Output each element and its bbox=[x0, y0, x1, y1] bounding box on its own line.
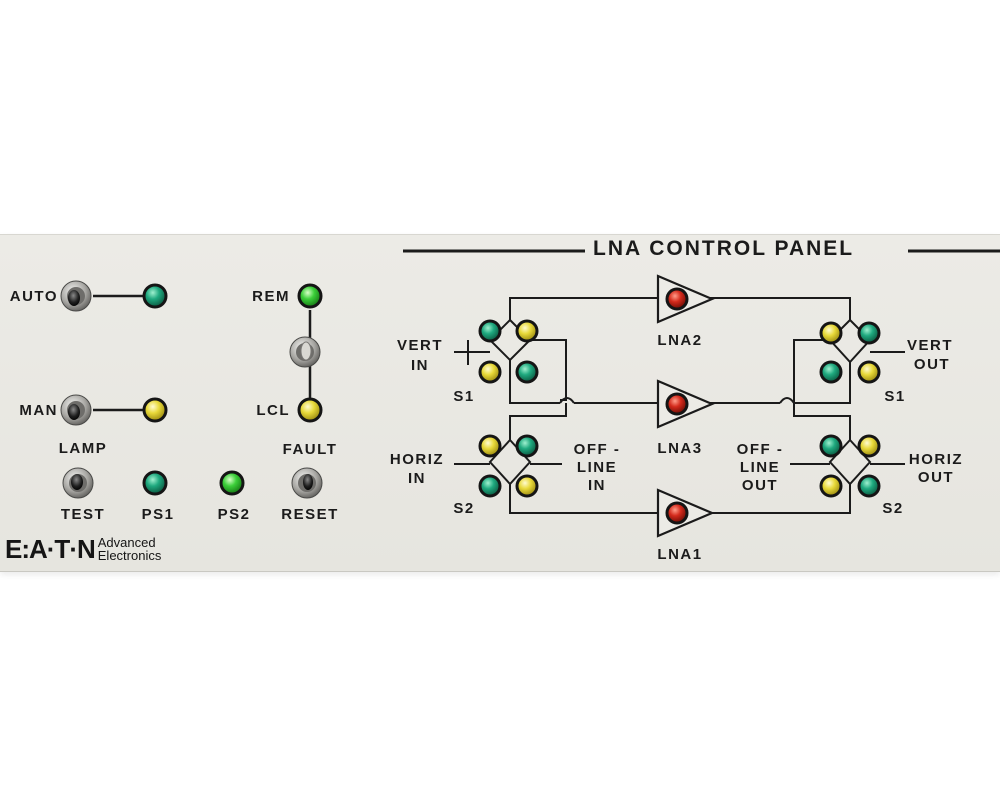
s1-in-led-tr bbox=[515, 319, 539, 343]
auto-label: AUTO bbox=[9, 288, 58, 305]
ps1-label: PS1 bbox=[141, 506, 175, 523]
lna2-indicator-led bbox=[665, 287, 689, 311]
lcl-indicator-led bbox=[297, 397, 323, 423]
horiz-in-label-line2: IN bbox=[408, 470, 426, 487]
ps2-label: PS2 bbox=[217, 506, 251, 523]
rem-indicator-led bbox=[297, 283, 323, 309]
s1-in-label: S1 bbox=[453, 388, 475, 405]
brand-subtitle-line1: Advanced bbox=[97, 535, 156, 550]
vert-out-label-line1: VERT bbox=[906, 337, 954, 354]
s1-out-led-tr bbox=[857, 321, 881, 345]
horiz-out-label-line2: OUT bbox=[917, 469, 955, 486]
lna2-label: LNA2 bbox=[657, 332, 703, 349]
s1-in-led-tl bbox=[478, 319, 502, 343]
offline-out-label-line2: LINE bbox=[739, 459, 781, 476]
s2-out-led-tr bbox=[857, 434, 881, 458]
reset-label: RESET bbox=[281, 506, 339, 523]
s2-in-label: S2 bbox=[453, 500, 475, 517]
s1-in-led-bl bbox=[478, 360, 502, 384]
s1-in-led-br bbox=[515, 360, 539, 384]
lna1-indicator-led bbox=[665, 501, 689, 525]
vert-in-label-line1: VERT bbox=[396, 337, 444, 354]
vert-out-label-line2: OUT bbox=[913, 356, 951, 373]
test-label: TEST bbox=[60, 506, 106, 523]
lamp-label: LAMP bbox=[58, 440, 108, 457]
lcl-label: LCL bbox=[256, 402, 290, 419]
horiz-out-label-line1: HORIZ bbox=[908, 451, 964, 468]
s2-out-led-br bbox=[857, 474, 881, 498]
offline-out-label-line1: OFF - bbox=[736, 441, 784, 458]
brand-subtitle: Advanced Electronics bbox=[98, 536, 162, 562]
s2-in-led-tl bbox=[478, 434, 502, 458]
rem-label: REM bbox=[252, 288, 290, 305]
man-toggle-switch[interactable] bbox=[60, 394, 92, 426]
eaton-wordmark: E:A·T·N bbox=[5, 534, 96, 564]
rem-lcl-toggle-switch[interactable] bbox=[289, 336, 321, 368]
offline-in-label-line1: OFF - bbox=[573, 441, 621, 458]
s2-in-led-tr bbox=[515, 434, 539, 458]
s1-out-label: S1 bbox=[884, 388, 906, 405]
fault-label: FAULT bbox=[282, 441, 338, 458]
s1-out-led-tl bbox=[819, 321, 843, 345]
lna3-label: LNA3 bbox=[657, 440, 703, 457]
auto-indicator-led bbox=[142, 283, 168, 309]
offline-in-label-line2: LINE bbox=[576, 459, 618, 476]
horiz-in-label-line1: HORIZ bbox=[389, 451, 445, 468]
s2-in-led-bl bbox=[478, 474, 502, 498]
s2-out-led-bl bbox=[819, 474, 843, 498]
s1-out-led-bl bbox=[819, 360, 843, 384]
man-label: MAN bbox=[19, 402, 58, 419]
panel-title: LNA CONTROL PANEL bbox=[593, 237, 855, 260]
man-indicator-led bbox=[142, 397, 168, 423]
lna3-indicator-led bbox=[665, 392, 689, 416]
auto-toggle-switch[interactable] bbox=[60, 280, 92, 312]
offline-out-label-line3: OUT bbox=[741, 477, 779, 494]
ps1-indicator-led bbox=[142, 470, 168, 496]
brand-subtitle-line2: Electronics bbox=[97, 548, 162, 563]
offline-in-label-line3: IN bbox=[588, 477, 606, 494]
ps2-indicator-led bbox=[219, 470, 245, 496]
reset-toggle-switch[interactable] bbox=[291, 467, 323, 499]
lna1-label: LNA1 bbox=[657, 546, 703, 563]
s2-out-label: S2 bbox=[882, 500, 904, 517]
eaton-logo: E:A·T·N Advanced Electronics bbox=[5, 535, 161, 563]
test-toggle-switch[interactable] bbox=[62, 467, 94, 499]
s1-out-led-br bbox=[857, 360, 881, 384]
s2-out-led-tl bbox=[819, 434, 843, 458]
vert-in-label-line2: IN bbox=[411, 357, 429, 374]
s2-in-led-br bbox=[515, 474, 539, 498]
